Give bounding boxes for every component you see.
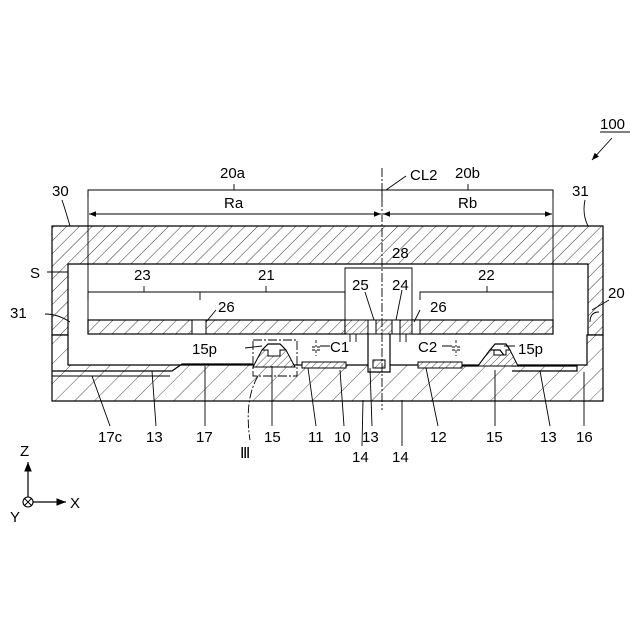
label-31-left: 31 xyxy=(10,305,27,322)
beam-24 xyxy=(392,320,400,334)
capacitor-c2-symbol xyxy=(452,340,460,356)
label-cl2: CL2 xyxy=(410,167,438,184)
label-24: 24 xyxy=(392,277,409,294)
stopper-15p-left xyxy=(262,344,286,350)
label-17c: 17c xyxy=(98,429,123,446)
brace-22 xyxy=(420,286,553,300)
brace-23 xyxy=(88,286,200,300)
label-11: 11 xyxy=(308,429,324,446)
movable-body-left xyxy=(88,320,345,334)
leader-lines xyxy=(45,176,609,446)
axis-indicator: Z X Y xyxy=(10,443,80,526)
label-rb: Rb xyxy=(458,195,477,212)
protrusion-15-right xyxy=(478,350,518,366)
label-31-right: 31 xyxy=(572,183,589,200)
label-c2: C2 xyxy=(418,339,437,356)
label-20b: 20b xyxy=(455,165,480,182)
label-23: 23 xyxy=(134,267,151,284)
capacitor-c1-symbol xyxy=(312,340,320,356)
label-10: 10 xyxy=(334,429,351,446)
slit-26-right xyxy=(412,320,420,334)
label-25: 25 xyxy=(352,277,369,294)
label-14-b: 14 xyxy=(392,449,409,466)
label-13-a: 13 xyxy=(146,429,163,446)
label-30: 30 xyxy=(52,183,69,200)
label-s: S xyxy=(30,265,40,282)
label-13-c: 13 xyxy=(540,429,557,446)
label-28: 28 xyxy=(392,245,409,262)
label-20a: 20a xyxy=(220,165,246,182)
label-100: 100 xyxy=(600,116,625,133)
label-20: 20 xyxy=(608,285,625,302)
label-15-b: 15 xyxy=(486,429,503,446)
movable-body-right xyxy=(412,320,553,334)
brace-21 xyxy=(200,286,345,300)
label-15p-right: 15p xyxy=(518,341,543,358)
label-26-left: 26 xyxy=(218,299,235,316)
axis-y-label: Y xyxy=(10,509,20,526)
center-pad xyxy=(373,360,385,368)
label-16: 16 xyxy=(576,429,593,446)
region-28-box xyxy=(345,268,412,320)
stopper-15p-right xyxy=(490,344,510,350)
label-22: 22 xyxy=(478,267,495,284)
protrusion-15-left xyxy=(253,350,295,367)
electrode-11 xyxy=(302,362,346,368)
arrow-100 xyxy=(592,138,612,160)
label-21: 21 xyxy=(258,267,275,284)
label-17: 17 xyxy=(196,429,213,446)
electrode-12 xyxy=(418,362,462,368)
label-15-a: 15 xyxy=(264,429,281,446)
label-detail-iii: Ⅲ xyxy=(240,445,250,462)
label-26-right: 26 xyxy=(430,299,447,316)
label-14-a: 14 xyxy=(352,449,369,466)
label-13-b: 13 xyxy=(362,429,379,446)
axis-x-label: X xyxy=(70,495,80,512)
anchor-post-slits xyxy=(350,334,406,342)
movable-body-center xyxy=(345,320,412,334)
label-12: 12 xyxy=(430,429,447,446)
label-c1: C1 xyxy=(330,339,349,356)
slit-26-left xyxy=(192,320,206,334)
label-15p-left: 15p xyxy=(192,341,217,358)
label-ra: Ra xyxy=(224,195,244,212)
beam-25 xyxy=(368,320,376,334)
axis-z-label: Z xyxy=(20,443,29,460)
